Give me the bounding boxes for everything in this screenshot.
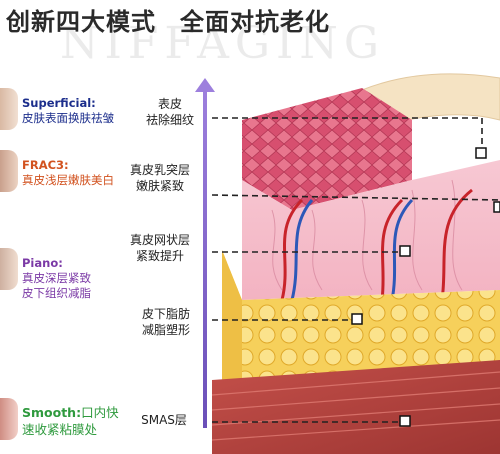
layer-label-smas: SMAS层 <box>141 413 187 427</box>
watermark-text: NIFFAGING <box>60 18 386 69</box>
title-part-1: 创新四大模式 <box>6 8 156 36</box>
mode-frac3: FRAC3: 真皮浅层嫩肤美白 <box>22 158 114 188</box>
layer-label-epidermis: 表皮 祛除细纹 <box>145 97 194 127</box>
face-image-2 <box>0 150 18 192</box>
mode-frac3-desc: 真皮浅层嫩肤美白 <box>22 173 114 187</box>
mode-piano-desc: 真皮深层紧致 皮下组织减脂 <box>22 271 91 300</box>
mode-piano-name: Piano: <box>22 256 63 270</box>
layer-label-fat: 皮下脂肪 减脂塑形 <box>141 307 190 337</box>
title-part-2: 全面对抗老化 <box>180 8 330 36</box>
depth-arrow-head <box>195 78 215 92</box>
mode-superficial-desc: 皮肤表面换肤祛皱 <box>22 111 114 125</box>
face-image-1 <box>0 88 18 130</box>
skin-cross-section-illustration <box>212 73 500 454</box>
mode-smooth-name: Smooth: <box>22 405 82 420</box>
face-image-3 <box>0 248 18 290</box>
face-image-4 <box>0 398 18 440</box>
layer-label-reticular: 真皮网状层 紧致提升 <box>129 233 190 263</box>
mode-piano: Piano: 真皮深层紧致 皮下组织减脂 <box>22 256 91 301</box>
dermis-layer <box>242 160 500 300</box>
mode-smooth: Smooth:口内快 速收紧粘膜处 <box>22 404 119 438</box>
depth-arrow-shaft <box>203 88 207 428</box>
mode-smooth-desc: 口内快 速收紧粘膜处 <box>22 405 119 437</box>
page-title: 创新四大模式全面对抗老化 <box>6 2 330 37</box>
mode-superficial: Superficial: 皮肤表面换肤祛皱 <box>22 96 114 126</box>
mode-superficial-name: Superficial: <box>22 96 96 110</box>
mode-frac3-name: FRAC3: <box>22 158 69 172</box>
smas-layer <box>212 360 500 454</box>
layer-label-papillary: 真皮乳突层 嫩肤紧致 <box>129 163 190 193</box>
